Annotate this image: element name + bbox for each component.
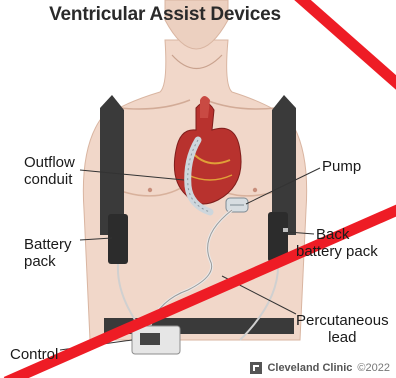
left-battery-pack bbox=[108, 214, 128, 264]
brand-name: Cleveland Clinic bbox=[267, 362, 352, 374]
label-outflow-conduit: Outflow conduit bbox=[24, 154, 75, 188]
label-control: Control bbox=[10, 346, 58, 363]
controller bbox=[132, 326, 180, 354]
copyright: ©2022 bbox=[357, 362, 390, 374]
diagram-title: Ventricular Assist Devices bbox=[0, 4, 330, 26]
label-back-line2: battery pack bbox=[296, 243, 378, 260]
pump bbox=[226, 198, 248, 212]
label-percutaneous-lead: Percutaneous lead bbox=[296, 312, 389, 346]
cleveland-clinic-logo-icon bbox=[250, 362, 262, 374]
label-back-battery-pack: Back battery pack bbox=[296, 226, 378, 260]
label-percutaneous-line1: Percutaneous bbox=[296, 312, 389, 329]
label-percutaneous-line2: lead bbox=[296, 329, 389, 346]
label-outflow-line1: Outflow bbox=[24, 154, 75, 171]
label-battery-line1: Battery bbox=[24, 236, 72, 253]
label-battery-line2: pack bbox=[24, 253, 72, 270]
credit-footer: Cleveland Clinic ©2022 bbox=[250, 362, 390, 374]
label-outflow-line2: conduit bbox=[24, 171, 75, 188]
label-battery-pack: Battery pack bbox=[24, 236, 72, 270]
label-pump: Pump bbox=[322, 158, 361, 175]
label-back-line1: Back bbox=[296, 226, 378, 243]
